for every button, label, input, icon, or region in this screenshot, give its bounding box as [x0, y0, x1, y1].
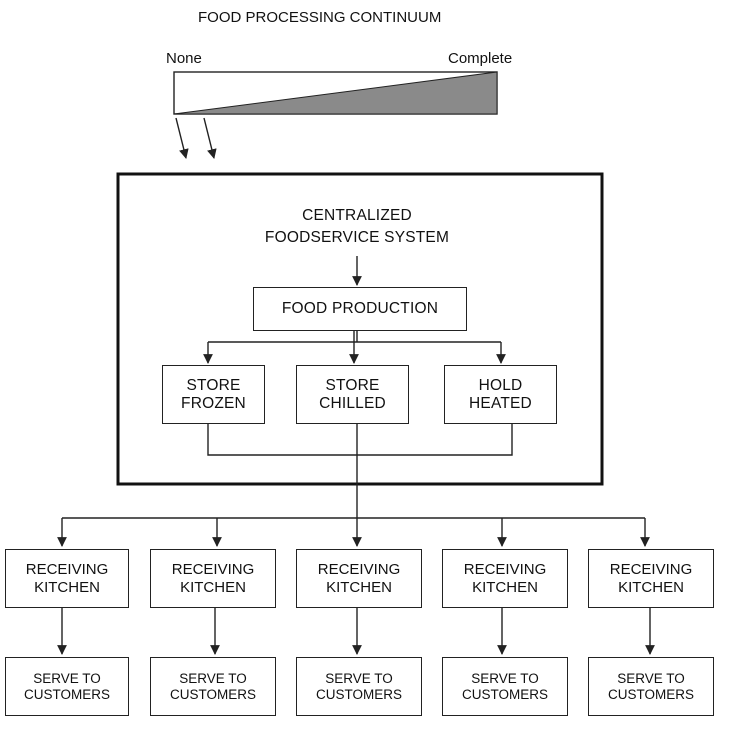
- serve-customers-line2: CUSTOMERS: [315, 686, 402, 702]
- serve-customers-line1: SERVE TO: [471, 670, 539, 686]
- system-frame: [116, 172, 604, 486]
- store-chilled-line2: CHILLED: [319, 394, 386, 412]
- serve-customers-line2: CUSTOMERS: [461, 686, 548, 702]
- serve-customers-line1: SERVE TO: [617, 670, 685, 686]
- continuum-label-complete: Complete: [448, 50, 513, 67]
- hold-heated-line2: HEATED: [469, 394, 532, 412]
- food-production-box: FOOD PRODUCTION: [253, 287, 467, 331]
- serve-customers-box: SERVE TO CUSTOMERS: [442, 657, 568, 716]
- diagram-title: FOOD PROCESSING CONTINUUM: [198, 9, 442, 26]
- store-frozen-box: STORE FROZEN: [162, 365, 265, 424]
- store-frozen-line1: STORE: [186, 376, 241, 394]
- serve-customers-line2: CUSTOMERS: [169, 686, 256, 702]
- serve-customers-line2: CUSTOMERS: [607, 686, 694, 702]
- system-title: CENTRALIZED FOODSERVICE SYSTEM: [232, 205, 482, 249]
- receiving-kitchen-box: RECEIVING KITCHEN: [150, 549, 276, 608]
- serve-customers-line1: SERVE TO: [33, 670, 101, 686]
- receiving-kitchen-box: RECEIVING KITCHEN: [442, 549, 568, 608]
- receiving-kitchen-line2: KITCHEN: [472, 578, 538, 596]
- hold-heated-line1: HOLD: [478, 376, 523, 394]
- serve-customers-box: SERVE TO CUSTOMERS: [296, 657, 422, 716]
- receiving-kitchen-line2: KITCHEN: [34, 578, 100, 596]
- receiving-kitchen-line1: RECEIVING: [609, 561, 693, 579]
- receiving-kitchen-line2: KITCHEN: [180, 578, 246, 596]
- receiving-kitchen-line1: RECEIVING: [463, 561, 547, 579]
- store-chilled-line1: STORE: [325, 376, 380, 394]
- store-frozen-line2: FROZEN: [181, 394, 246, 412]
- receiving-kitchen-line2: KITCHEN: [618, 578, 684, 596]
- receiving-kitchen-box: RECEIVING KITCHEN: [296, 549, 422, 608]
- connector-storage-merge: [207, 424, 513, 456]
- serve-customers-box: SERVE TO CUSTOMERS: [150, 657, 276, 716]
- receiving-kitchen-box: RECEIVING KITCHEN: [588, 549, 714, 608]
- store-chilled-box: STORE CHILLED: [296, 365, 409, 424]
- serve-customers-line1: SERVE TO: [325, 670, 393, 686]
- system-title-line1: CENTRALIZED: [302, 207, 412, 224]
- receiving-kitchen-line2: KITCHEN: [326, 578, 392, 596]
- serve-customers-box: SERVE TO CUSTOMERS: [588, 657, 714, 716]
- continuum-wedge: [173, 71, 498, 115]
- receiving-kitchen-line1: RECEIVING: [25, 561, 109, 579]
- serve-customers-line1: SERVE TO: [179, 670, 247, 686]
- serve-customers-box: SERVE TO CUSTOMERS: [5, 657, 129, 716]
- continuum-arrow-1: [175, 117, 189, 159]
- serve-customers-line2: CUSTOMERS: [23, 686, 110, 702]
- food-production-label: FOOD PRODUCTION: [281, 300, 439, 318]
- continuum-arrow-2: [203, 117, 217, 159]
- hold-heated-box: HOLD HEATED: [444, 365, 557, 424]
- receiving-kitchen-line1: RECEIVING: [317, 561, 401, 579]
- continuum-label-none: None: [166, 50, 202, 67]
- system-title-line2: FOODSERVICE SYSTEM: [264, 229, 450, 246]
- receiving-kitchen-line1: RECEIVING: [171, 561, 255, 579]
- receiving-kitchen-box: RECEIVING KITCHEN: [5, 549, 129, 608]
